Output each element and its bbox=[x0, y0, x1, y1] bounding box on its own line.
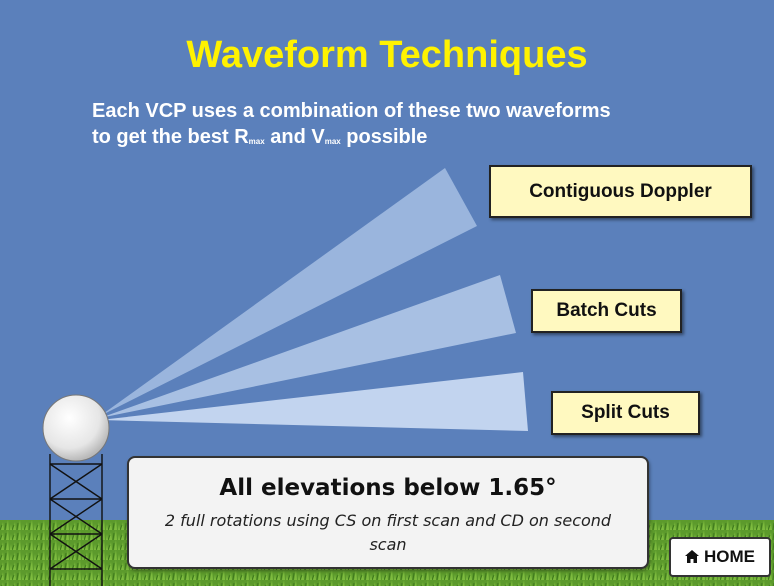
split-cuts-label: Split Cuts bbox=[581, 402, 670, 423]
contiguous-doppler-label: Contiguous Doppler bbox=[529, 181, 712, 202]
subtitle: Each VCP uses a combination of these two… bbox=[92, 98, 732, 154]
info-body: 2 full rotations using CS on first scan … bbox=[164, 511, 612, 554]
home-button[interactable]: HOME bbox=[669, 537, 771, 577]
contiguous-doppler-button[interactable]: Contiguous Doppler bbox=[489, 165, 752, 218]
radar-tower-icon bbox=[42, 394, 110, 586]
batch-cuts-button[interactable]: Batch Cuts bbox=[531, 289, 682, 333]
subtitle-line-1: Each VCP uses a combination of these two… bbox=[92, 100, 611, 122]
subtitle-line-2-mid: and V bbox=[264, 126, 325, 148]
info-heading: All elevations below 1.65° bbox=[219, 475, 557, 501]
beam-contiguous-doppler bbox=[100, 168, 477, 416]
subtitle-line-2-post: possible bbox=[340, 126, 428, 148]
v-max-subscript: max bbox=[324, 137, 341, 146]
info-box: All elevations below 1.65° 2 full rotati… bbox=[127, 456, 649, 569]
home-label: HOME bbox=[704, 547, 755, 566]
home-icon bbox=[685, 550, 699, 563]
page-title: Waveform Techniques bbox=[186, 34, 588, 76]
split-cuts-button[interactable]: Split Cuts bbox=[551, 391, 700, 435]
subtitle-line-2-pre: to get the best R bbox=[92, 126, 249, 148]
beam-batch-cuts bbox=[100, 275, 516, 418]
beam-split-cuts bbox=[100, 372, 528, 431]
r-max-subscript: max bbox=[248, 137, 265, 146]
batch-cuts-label: Batch Cuts bbox=[556, 300, 657, 321]
